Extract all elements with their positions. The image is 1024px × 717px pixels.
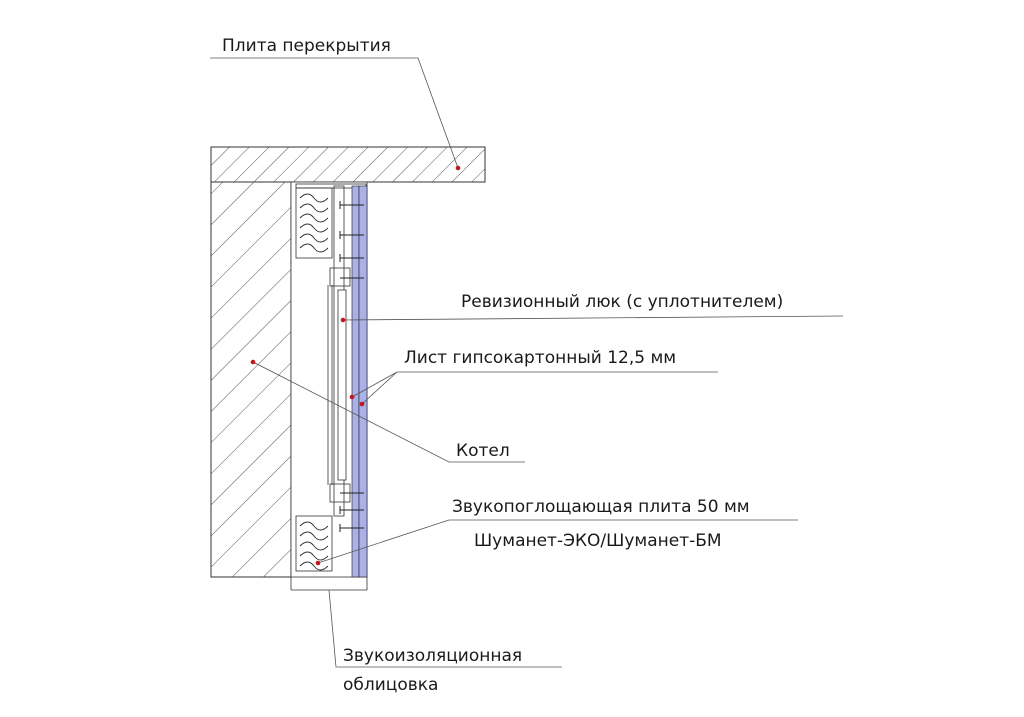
label-lining-line1: Звукоизоляционная [343,646,522,666]
label-absorber-line1: Звукопоглощающая плита 50 мм [452,497,750,517]
label-gypsum-board: Лист гипсокартонный 12,5 мм [404,348,676,368]
label-revision-hatch: Ревизионный люк (с уплотнителем) [461,292,783,312]
label-boiler: Котел [456,441,510,461]
label-absorber-line2: Шуманет-ЭКО/Шуманет-БМ [474,531,722,551]
screws [339,201,364,532]
label-ceiling-slab: Плита перекрытия [222,36,391,56]
absorber-top [295,187,333,259]
absorber-bottom [295,515,333,572]
ceiling-slab [210,146,486,183]
leader-lines [210,57,844,668]
revision-hatch-panel [337,289,347,481]
boiler-body [210,181,292,578]
gypsum-boards [351,185,368,578]
marker-dots [250,165,461,566]
label-lining-line2: облицовка [343,675,438,695]
